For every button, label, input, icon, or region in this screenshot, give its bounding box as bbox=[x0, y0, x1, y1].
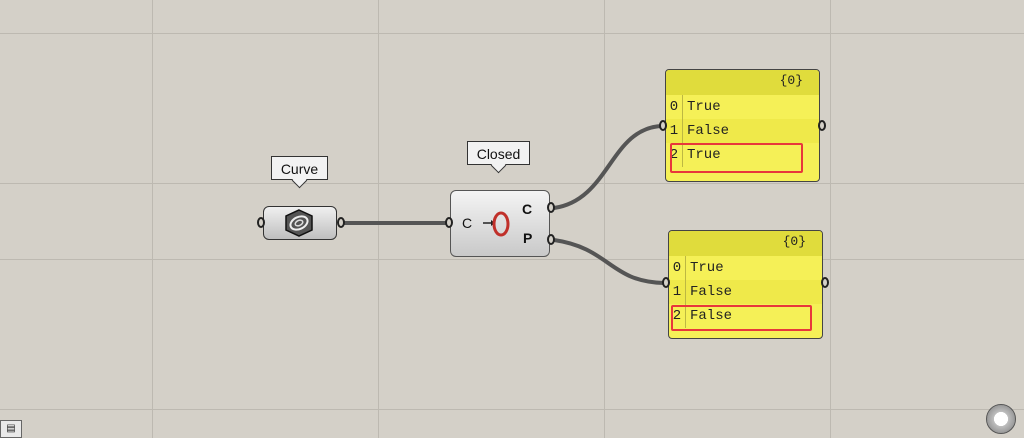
panel2-input-grip[interactable] bbox=[662, 277, 670, 288]
list-value: False bbox=[690, 308, 733, 324]
highlight-box bbox=[670, 143, 803, 173]
closed-output-c-grip[interactable] bbox=[547, 202, 555, 213]
closed-input-grip[interactable] bbox=[445, 217, 453, 228]
list-value: False bbox=[690, 284, 733, 300]
closed-curve-icon bbox=[481, 208, 513, 240]
highlight-box bbox=[671, 305, 812, 331]
grid-line bbox=[0, 409, 1024, 410]
output-port-p-label: P bbox=[523, 230, 533, 246]
panel1-input-grip[interactable] bbox=[659, 120, 667, 131]
grid-line bbox=[378, 0, 379, 438]
list-value: True bbox=[690, 260, 724, 276]
curve-tooltip: Curve bbox=[271, 156, 328, 189]
closed-output-p-grip[interactable] bbox=[547, 234, 555, 245]
output-port-c-label: C bbox=[522, 201, 533, 217]
list-value: False bbox=[687, 123, 730, 139]
wire-periodic-to-panel2 bbox=[553, 238, 665, 285]
closed-tooltip: Closed bbox=[467, 141, 530, 174]
list-index: 0 bbox=[669, 256, 686, 280]
list-value: True bbox=[687, 99, 721, 115]
curve-param-icon bbox=[284, 209, 314, 237]
input-port-c-label: C bbox=[462, 215, 473, 231]
list-value: True bbox=[687, 147, 721, 163]
grid-line bbox=[0, 183, 1024, 184]
grid-line bbox=[604, 0, 605, 438]
panel2-output-grip[interactable] bbox=[821, 277, 829, 288]
curve-param-node[interactable] bbox=[263, 206, 337, 240]
closed-component-node[interactable]: C C P bbox=[450, 190, 550, 257]
list-index: 0 bbox=[666, 95, 683, 119]
grid-line bbox=[0, 33, 1024, 34]
panel1-output-grip[interactable] bbox=[818, 120, 826, 131]
panel-path-header: {0} bbox=[669, 231, 822, 256]
grid-line bbox=[0, 259, 1024, 260]
closed-tooltip-label: Closed bbox=[476, 146, 521, 162]
list-index: 1 bbox=[669, 280, 686, 304]
curve-param-input-grip[interactable] bbox=[257, 217, 265, 228]
curve-tooltip-label: Curve bbox=[280, 161, 319, 177]
panel-path-header: {0} bbox=[666, 70, 819, 95]
curve-param-output-grip[interactable] bbox=[337, 217, 345, 228]
wire-closed-to-panel1 bbox=[553, 124, 663, 210]
list-index: 2 bbox=[669, 304, 686, 328]
list-index: 2 bbox=[666, 143, 683, 167]
canvas-menu-icon[interactable]: ▤ bbox=[0, 420, 22, 438]
grid-line bbox=[152, 0, 153, 438]
grid-line bbox=[830, 0, 831, 438]
list-index: 1 bbox=[666, 119, 683, 143]
canvas-navigation-icon[interactable] bbox=[986, 404, 1016, 434]
